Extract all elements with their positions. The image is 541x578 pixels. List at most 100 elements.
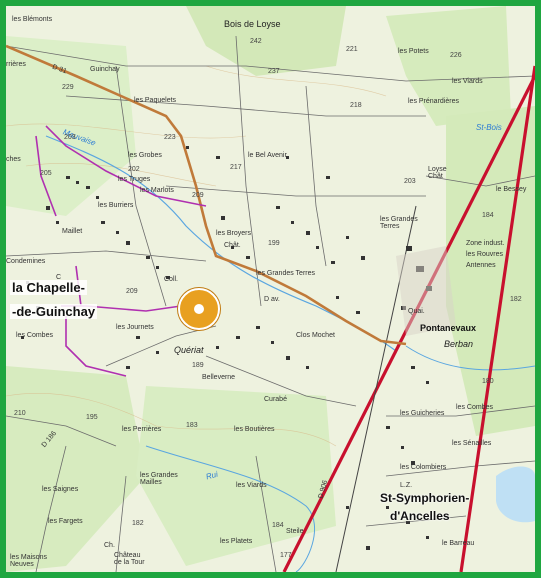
place-label-les-marlots: les Marlots <box>140 187 174 194</box>
route-orange <box>6 44 407 346</box>
place-label-steile: Steile <box>286 528 304 535</box>
forest-area-east <box>446 106 535 436</box>
place-label-clos-mochet: Clos Mochet <box>296 332 335 339</box>
elevation-217: 217 <box>230 164 242 171</box>
place-label-les-rouvres: les Rouvres <box>466 251 503 258</box>
place-label-les-platets: les Platets <box>220 538 253 545</box>
railway-east <box>459 65 535 572</box>
forest-area-south <box>136 386 336 566</box>
place-label-les-grandes-terres-mid: les Grandes Terres <box>256 270 316 277</box>
elevation-210: 210 <box>14 410 26 417</box>
elevation-242: 242 <box>250 38 262 45</box>
elevation-209: 209 <box>192 192 204 199</box>
place-label-les-viards-top: les Viards <box>452 78 483 85</box>
minor-roads <box>6 35 535 572</box>
place-label-blemonts: les Blémonts <box>12 16 53 23</box>
forest-area-west <box>6 36 136 216</box>
forest-area-north <box>186 6 346 76</box>
place-label-coll: Coll. <box>164 276 179 283</box>
topographic-map[interactable] <box>6 6 535 572</box>
place-label-bois-de-loyse: Bois de Loyse <box>224 19 281 29</box>
road-label-dav: D av. <box>264 296 280 303</box>
place-label-les-truges: les Truges <box>118 176 151 183</box>
place-label-rrieres: rrières <box>6 61 26 68</box>
place-label-les-burriers: les Burriers <box>98 202 134 209</box>
place-label-maillet: Maillet <box>62 228 83 235</box>
place-label-les-perrieres: les Perrières <box>122 426 162 433</box>
place-label-les-paquelets: les Paquelets <box>134 97 177 104</box>
town-label-la-chapelle-1: la Chapelle- <box>10 280 87 295</box>
purple-trails <box>35 125 207 377</box>
water-label-st-bois: St-Bois <box>476 123 502 132</box>
elevation-223: 223 <box>164 134 176 141</box>
elevation-177: 177 <box>280 552 292 559</box>
elevation-182: 182 <box>510 296 522 303</box>
elevation-237: 237 <box>268 68 280 75</box>
elevation-199: 199 <box>268 240 280 247</box>
elevation-209b: 209 <box>126 288 138 295</box>
town-label-st-symphorien-1: St-Symphorien- <box>380 491 470 505</box>
elevation-203b: 203 <box>404 178 416 185</box>
place-label-les-combes-right: les Combes <box>456 404 493 411</box>
place-label-lz: L.Z. <box>400 482 413 489</box>
place-label-ch: Ch. <box>104 542 115 549</box>
elevation-226: 226 <box>450 52 462 59</box>
place-label-berban: Berban <box>444 339 474 349</box>
town-label-st-symphorien-2: d'Ancelles <box>390 509 450 523</box>
place-label-les-potets: les Potets <box>398 48 429 55</box>
place-label-les-boutieres: les Boutières <box>234 426 275 433</box>
lake <box>496 466 535 523</box>
place-label-ches: ches <box>6 156 21 163</box>
place-label-guinchay-small: Guinchay <box>90 66 120 73</box>
place-label-le-bel-avenir: le Bel Avenir <box>248 152 287 159</box>
place-label-les-colombiers: les Colombiers <box>400 464 447 471</box>
place-label-curabe: Curabé <box>264 396 287 403</box>
forest-area-northeast <box>386 6 511 126</box>
location-marker[interactable] <box>178 288 220 330</box>
river-east <box>405 345 535 371</box>
place-label-les-senailles: les Sénailles <box>452 440 492 447</box>
place-label-les-fargets: les Fargets <box>48 518 83 525</box>
elevation-195: 195 <box>86 414 98 421</box>
elevation-182b: 182 <box>132 520 144 527</box>
place-label-antennes: Antennes <box>466 262 496 269</box>
place-label-les-viards-bottom: les Viards <box>236 482 267 489</box>
place-label-chateau-de-la-tour: Château de la Tour <box>114 552 145 566</box>
town-label-la-chapelle-2: -de-Guinchay <box>10 304 98 319</box>
elevation-189: 189 <box>192 362 204 369</box>
place-label-les-journets: les Journets <box>116 324 154 331</box>
place-label-les-grandes-mailles: les Grandes Mailles <box>140 472 178 486</box>
map-symbol-c: C <box>56 274 62 281</box>
elevation-180: 180 <box>482 378 494 385</box>
place-label-condemines: Condemines <box>6 258 46 265</box>
place-label-quai: Quai. <box>408 308 425 315</box>
forest-area-southwest <box>6 366 146 572</box>
place-label-les-broyers: les Broyers <box>216 230 252 237</box>
place-label-les-grandes-terres-top: les Grandes Terres <box>380 216 418 230</box>
place-label-les-saignes: les Saignes <box>42 486 79 493</box>
elevation-184b: 184 <box>272 522 284 529</box>
elevation-202: 202 <box>128 166 140 173</box>
elevation-205: 205 <box>40 170 52 177</box>
place-label-les-prenardieres: les Prénardières <box>408 98 459 105</box>
place-label-le-barreau: le Barreau <box>442 540 475 547</box>
elevation-203: 203 <box>64 134 76 141</box>
place-label-chat-small: Chât. <box>224 242 241 249</box>
place-label-les-maisons-neuves: les Maisons Neuves <box>10 554 47 568</box>
elevation-184: 184 <box>482 212 494 219</box>
place-label-les-combes-left: les Combes <box>16 332 53 339</box>
place-label-pontanevaux: Pontanevaux <box>420 323 477 333</box>
place-label-belleverne: Belleverne <box>202 374 236 381</box>
place-label-zone-indust: Zone indust. <box>466 240 505 247</box>
place-label-queriat: Quériat <box>174 345 204 355</box>
elevation-183: 183 <box>186 422 198 429</box>
river-south <box>145 445 316 572</box>
place-label-loyse-chat: Loyse Chât <box>428 166 447 180</box>
place-label-les-guicheries: les Guicheries <box>400 410 445 417</box>
village-pontanevaux-area <box>396 246 456 336</box>
place-label-le-bessey: le Bessey <box>496 186 527 193</box>
place-label-les-grobes: les Grobes <box>128 152 162 159</box>
elevation-218: 218 <box>350 102 362 109</box>
elevation-221: 221 <box>346 46 358 53</box>
